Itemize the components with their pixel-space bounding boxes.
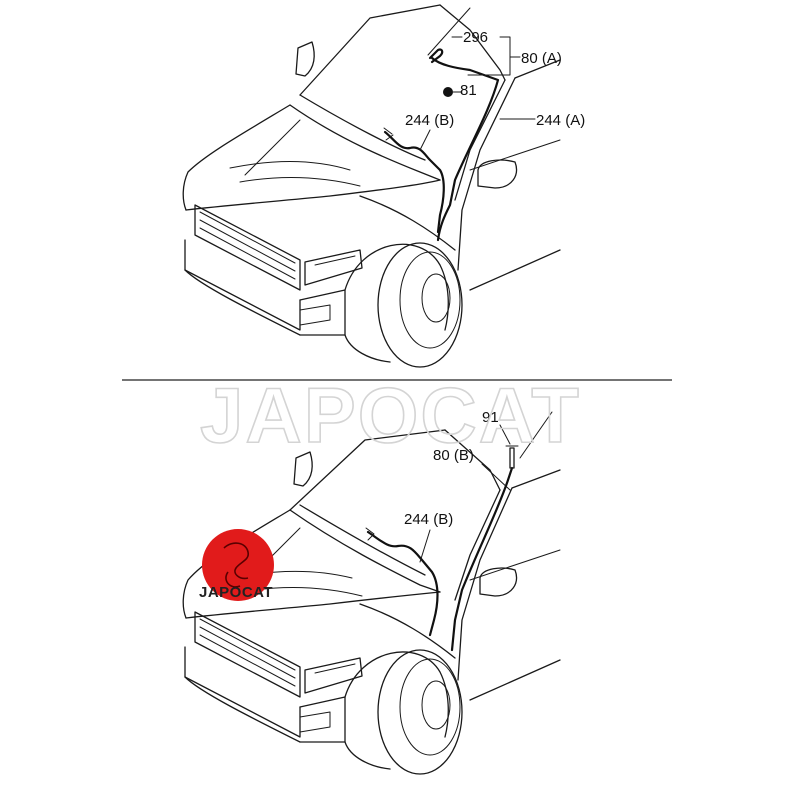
wire-244b-bottom [366,530,439,637]
logo-text: JAPOCAT [199,584,273,601]
callout-244a: 244 (A) [536,112,585,129]
top-vehicle-illustration [182,4,561,368]
top-callouts: 296 80 (A) 81 244 (B) 244 (A) [405,29,585,151]
bolt-91 [509,447,515,469]
wire-80b [450,466,514,652]
wire-80a [428,48,444,64]
top-wire-harness [383,48,500,242]
grommet-81 [443,87,453,97]
callout-244b-bottom: 244 (B) [404,511,453,528]
callout-80b: 80 (B) [433,447,474,464]
watermark-text: JAPOCAT [200,371,581,459]
logo-figure-icon [223,542,250,588]
callout-244b-top: 244 (B) [405,112,454,129]
bottom-vehicle-illustration [182,411,561,775]
bottom-callouts: 91 80 (B) 244 (B) [404,409,511,563]
japocat-logo-badge: JAPOCAT [199,529,274,601]
callout-296: 296 [463,29,488,46]
wire-244a [430,56,500,242]
wire-244b [383,130,445,234]
callout-91: 91 [482,409,499,426]
callout-81: 81 [460,82,477,99]
callout-80a: 80 (A) [521,50,562,67]
